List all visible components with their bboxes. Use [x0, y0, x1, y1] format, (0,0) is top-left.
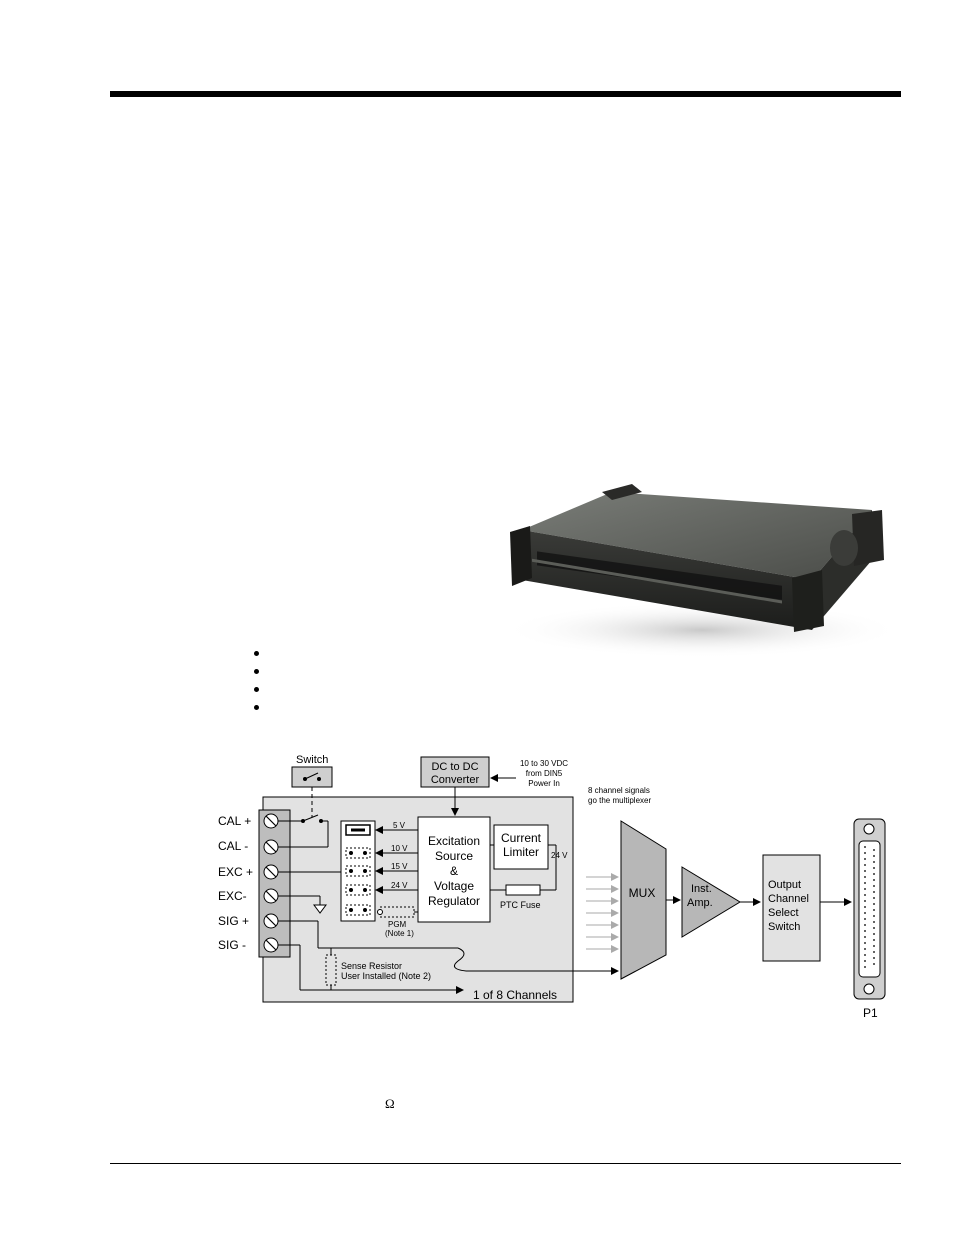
mux-note-line1: 8 channel signals [588, 786, 650, 795]
voltage-10v: 10 V [391, 844, 408, 853]
dc-converter-line2: Converter [431, 774, 480, 786]
footer-rule [110, 1163, 901, 1164]
voltage-24v: 24 V [391, 881, 408, 890]
bullet-dot [254, 705, 259, 710]
sense-resistor-line1: Sense Resistor [341, 961, 402, 971]
block-diagram: Switch DC to DC Converter 10 to 30 VDC f… [218, 754, 886, 1020]
output-line1: Output [768, 879, 801, 891]
pgm-note: (Note 1) [385, 929, 414, 938]
terminal-cal-minus: CAL - [218, 839, 248, 853]
list-item [250, 681, 264, 699]
bullet-dot [254, 687, 259, 692]
connector-label: P1 [863, 1006, 878, 1020]
terminal-exc-plus: EXC + [218, 865, 253, 879]
bullet-list [250, 645, 264, 717]
ptc-fuse-label: PTC Fuse [500, 900, 541, 910]
output-line2: Channel [768, 893, 809, 905]
header-rule [110, 91, 901, 97]
mux-label: MUX [629, 886, 656, 900]
excitation-line1: Excitation [428, 834, 480, 848]
pgm-label: PGM [388, 920, 407, 929]
amp-line1: Inst. [691, 883, 712, 895]
voltage-5v: 5 V [393, 821, 406, 830]
excitation-line4: Voltage [434, 879, 474, 893]
excitation-line5: Regulator [428, 894, 480, 908]
list-item [250, 699, 264, 717]
bullet-dot [254, 651, 259, 656]
output-line4: Switch [768, 921, 800, 933]
terminal-sig-minus: SIG - [218, 938, 246, 952]
output-line3: Select [768, 907, 799, 919]
mux-note-line2: go the multiplexer [588, 796, 651, 805]
terminal-cal-plus: CAL + [218, 814, 251, 828]
voltage-15v: 15 V [391, 862, 408, 871]
current-limiter-line2: Limiter [503, 845, 539, 859]
device-photo [502, 484, 902, 656]
terminal-exc-minus: EXC- [218, 889, 247, 903]
bullet-dot [254, 669, 259, 674]
list-item [250, 663, 264, 681]
switch-label: Switch [296, 754, 328, 766]
power-note-line2: from DIN5 [526, 769, 563, 778]
amp-line2: Amp. [687, 897, 713, 909]
dc-converter-line1: DC to DC [431, 761, 478, 773]
excitation-line3: & [450, 864, 458, 878]
channels-label: 1 of 8 Channels [473, 988, 557, 1002]
power-note-line1: 10 to 30 VDC [520, 759, 568, 768]
current-limiter-line1: Current [501, 831, 542, 845]
limiter-voltage: 24 V [551, 851, 568, 860]
terminal-sig-plus: SIG + [218, 914, 249, 928]
power-note-line3: Power In [528, 779, 560, 788]
excitation-line2: Source [435, 849, 473, 863]
list-item [250, 645, 264, 663]
sense-resistor-line2: User Installed (Note 2) [341, 971, 431, 981]
omega-symbol: Ω [385, 1096, 395, 1111]
